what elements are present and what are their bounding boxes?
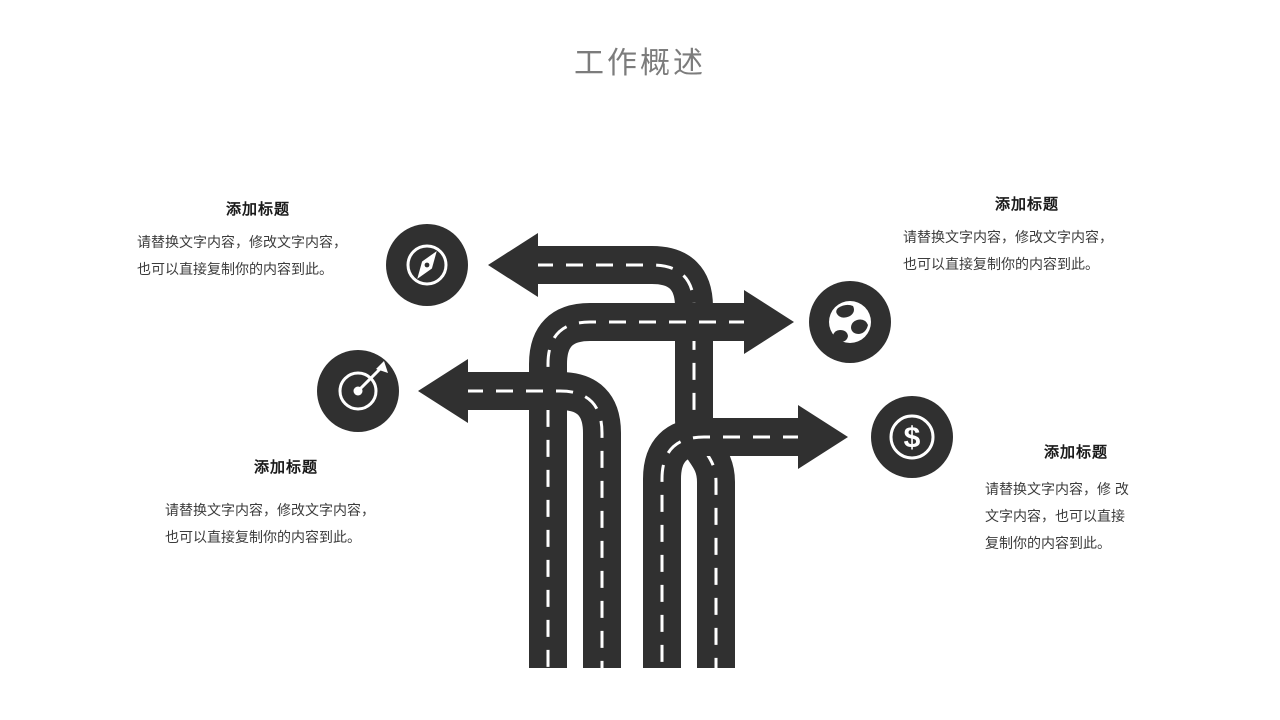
slide-title: 工作概述 [574,47,706,80]
dollar-symbol: $ [904,422,921,455]
arrow-left-top [488,233,538,297]
text-block-bottom-right: 添加标题 请替换文字内容，修 改 文字内容，也可以直接 复制你的内容到此。 [985,441,1167,557]
block-body-line: 也可以直接复制你的内容到此。 [903,256,1099,272]
target-icon [317,350,399,432]
block-body-line: 请替换文字内容，修改文字内容， [903,229,1113,245]
globe-icon [809,281,891,363]
block-heading: 添加标题 [994,196,1059,213]
block-body-line: 文字内容，也可以直接 [985,508,1125,524]
block-heading: 添加标题 [1043,444,1108,461]
text-block-top-left: 添加标题 请替换文字内容，修改文字内容， 也可以直接复制你的内容到此。 [137,198,379,283]
block-heading: 添加标题 [225,201,290,218]
block-body-line: 请替换文字内容，修 改 [985,481,1129,497]
compass-icon [386,224,468,306]
text-block-bottom-left: 添加标题 请替换文字内容，修改文字内容， 也可以直接复制你的内容到此。 [165,456,407,551]
block-body-line: 请替换文字内容，修改文字内容， [137,234,347,250]
block-body-line: 请替换文字内容，修改文字内容， [165,502,375,518]
road-right-upper [529,290,794,668]
arrow-right-lower [798,405,848,469]
dollar-icon: $ [871,396,953,478]
text-block-top-right: 添加标题 请替换文字内容，修改文字内容， 也可以直接复制你的内容到此。 [903,193,1151,278]
block-body-line: 也可以直接复制你的内容到此。 [137,261,333,277]
road-left-middle [418,359,621,668]
road-right-lower [643,405,848,668]
block-heading: 添加标题 [253,459,318,476]
arrow-right-upper [744,290,794,354]
block-body-line: 也可以直接复制你的内容到此。 [165,529,361,545]
arrow-left-middle [418,359,468,423]
block-body-line: 复制你的内容到此。 [985,535,1111,551]
